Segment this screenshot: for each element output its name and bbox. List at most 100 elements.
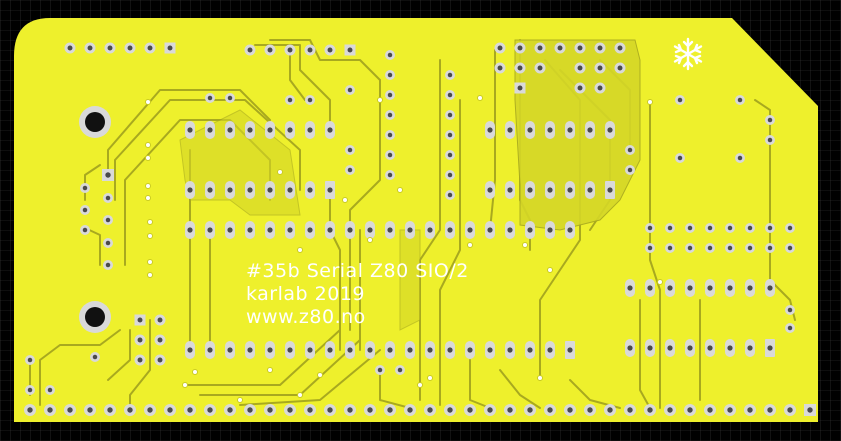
header-pin <box>445 130 455 140</box>
ic-pin <box>285 221 295 239</box>
pad <box>154 314 166 326</box>
ic-pin <box>485 121 495 139</box>
via <box>147 272 153 278</box>
header-pin <box>164 42 176 54</box>
header-pin <box>574 62 586 74</box>
pad <box>103 215 113 225</box>
edge-connector-pin <box>564 404 576 416</box>
edge-connector-pin <box>704 404 716 416</box>
ic-pin <box>465 341 475 359</box>
board-title: #35b Serial Z80 SIO/2 <box>246 260 469 282</box>
via <box>427 375 433 381</box>
ic-pin <box>225 121 235 139</box>
edge-connector-pin <box>24 404 36 416</box>
resistor-pad <box>685 243 695 253</box>
resistor-pad <box>745 223 755 233</box>
via <box>297 392 303 398</box>
resistor-pad <box>665 243 675 253</box>
header-pin <box>445 190 455 200</box>
header-pin <box>104 42 116 54</box>
pad <box>375 365 385 375</box>
ic-pin <box>185 341 195 359</box>
ic-pin <box>565 181 575 199</box>
ic-pin <box>525 181 535 199</box>
ic-pin <box>545 341 555 359</box>
header-pin <box>494 42 506 54</box>
header-pin <box>324 44 336 56</box>
resistor-pad <box>725 223 735 233</box>
via <box>267 367 273 373</box>
via <box>367 237 373 243</box>
edge-connector-pin <box>324 404 336 416</box>
via <box>145 183 151 189</box>
via <box>317 372 323 378</box>
header-pin <box>594 62 606 74</box>
ic-pin <box>285 341 295 359</box>
ic-pin <box>625 279 635 297</box>
pad <box>785 323 795 333</box>
ic-pin <box>465 221 475 239</box>
ic-pin <box>705 339 715 357</box>
ic-pin <box>565 221 575 239</box>
copper-traces <box>29 39 796 409</box>
header-pin <box>445 110 455 120</box>
ic-pin <box>525 121 535 139</box>
ic-pin <box>585 121 595 139</box>
edge-connector-pin <box>244 404 256 416</box>
ic-pin <box>245 341 255 359</box>
header-pin <box>614 42 626 54</box>
ic-pin <box>245 181 255 199</box>
pad <box>735 153 745 163</box>
ic-pin <box>545 181 555 199</box>
pcb-board <box>14 18 818 422</box>
mounting-holes <box>79 106 111 333</box>
edge-connector-pin <box>44 404 56 416</box>
ic-pin <box>305 181 315 199</box>
edge-connector-pin <box>164 404 176 416</box>
edge-connector-pin <box>124 404 136 416</box>
pad <box>80 225 90 235</box>
via <box>657 279 663 285</box>
ic-pin <box>565 341 575 359</box>
pad <box>102 169 114 181</box>
pad <box>45 385 55 395</box>
via <box>397 187 403 193</box>
via <box>145 142 151 148</box>
edge-connector-pin <box>664 404 676 416</box>
header-pin <box>385 170 395 180</box>
ic-pin <box>325 181 335 199</box>
ic-pin <box>685 279 695 297</box>
ic-pin <box>505 341 515 359</box>
resistor-pad <box>785 223 795 233</box>
edge-connector-pin <box>384 404 396 416</box>
pad <box>154 334 166 346</box>
ic-pin <box>545 221 555 239</box>
board-author: karlab 2019 <box>246 283 365 305</box>
via <box>182 382 188 388</box>
edge-connector-pin <box>204 404 216 416</box>
header-pin <box>385 70 395 80</box>
via <box>522 242 528 248</box>
ic-pin <box>625 339 635 357</box>
ic-pin <box>505 221 515 239</box>
ic-pin <box>565 121 575 139</box>
ic-pin <box>485 221 495 239</box>
ic-pin <box>305 341 315 359</box>
edge-connector-pin <box>304 404 316 416</box>
ic-pin <box>605 181 615 199</box>
ic-pin <box>305 221 315 239</box>
header-pin <box>494 62 506 74</box>
resistor-pad <box>705 223 715 233</box>
header-pin <box>514 62 526 74</box>
edge-connector-pin <box>404 404 416 416</box>
ic-pin <box>385 341 395 359</box>
header-pin <box>385 90 395 100</box>
silkscreen-text: #35b Serial Z80 SIO/2 karlab 2019 www.z8… <box>246 260 469 328</box>
ic-pin <box>765 339 775 357</box>
header-pin <box>385 150 395 160</box>
resistor-pad <box>765 243 775 253</box>
ic-pin <box>285 181 295 199</box>
ic-pin <box>265 341 275 359</box>
resistor-pad <box>645 223 655 233</box>
ic-pin <box>485 341 495 359</box>
